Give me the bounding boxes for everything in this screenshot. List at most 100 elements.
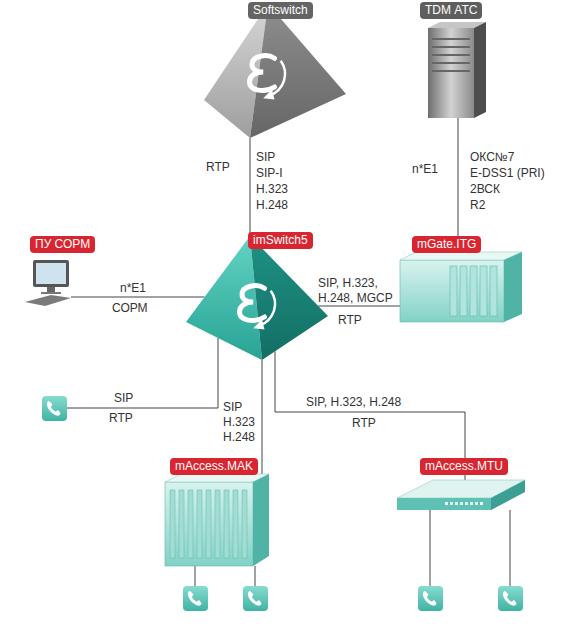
phone-body [418,586,443,611]
protocol-label: n*E1 [120,281,146,296]
gateway-slot [480,266,487,316]
concentrator-slot [206,490,211,558]
protocol-label: SIP-I [256,166,283,181]
phone-body [42,396,67,421]
terminal-led [465,502,468,505]
node-outline [200,0,350,142]
logo-arrowhead [263,90,274,100]
node-tag: mAccess.MTU [420,458,508,475]
node-tag: imSwitch5 [248,232,313,249]
phone-wire [430,510,431,586]
phone-icon [498,586,523,611]
phone-handset [248,591,262,606]
link-line [458,118,459,236]
concentrator-slot [179,490,184,558]
phone-handset [47,401,61,416]
logo-stroke [250,56,275,91]
server-vent [432,54,470,56]
server-side [474,22,486,118]
edge-label: RTP [206,160,230,175]
edge-label: RTP [352,416,376,431]
terminal-led [470,502,473,505]
access-terminal: mAccess.MTU [395,458,527,533]
concentrator-slot [224,490,229,558]
terminal-led [480,502,483,505]
gateway-slot [490,266,497,316]
pyramid-face [186,236,262,360]
node-tag: mGate.ITG [412,236,481,253]
access-concentrator: mAccess.MAK [165,458,270,568]
gateway-slot [470,266,477,316]
terminal-led [445,502,448,505]
monitor-body [33,260,69,287]
media-gateway: mGate.ITG [400,236,522,326]
protocol-label: 2ВСК [470,182,500,197]
pyramid-face [250,236,328,360]
server-vent [432,62,470,64]
monitor-base [41,292,61,294]
gateway-front [400,260,504,322]
phone-wire [67,338,218,408]
node-outline [418,2,493,120]
pyramid-face [250,4,346,138]
edge-label: n*E1 [412,162,438,177]
phone-icon [42,396,67,421]
protocol-label: SIP [114,391,133,406]
link-line [250,138,251,236]
protocol-label: ОКС№7 [470,150,514,165]
monitor-stand [47,287,55,292]
protocol-label: RTP [109,411,133,426]
phone-body [183,586,208,611]
phone-wire [255,566,256,586]
link-line [318,306,400,307]
concentrator-slot [188,490,193,558]
phone-wire [195,566,196,586]
concentrator-front [165,482,253,566]
concentrator-slot [215,490,220,558]
link-line [71,297,205,298]
server-vent [432,38,470,40]
terminal-led [460,502,463,505]
phone-handset [423,591,437,606]
concentrator-slot [170,490,175,558]
phone-icon [183,586,208,611]
gateway-slot [460,266,467,316]
concentrator-slot [197,490,202,558]
terminal-led [450,502,453,505]
phone-icon [243,586,268,611]
imswitch-pyramid: imSwitch5 [182,232,332,362]
protocol-label: SIP, H.323, [318,276,378,291]
phone-wire [510,510,511,586]
protocol-label: E-DSS1 (PRI) [470,166,545,181]
terminal-led [455,502,458,505]
softswitch-pyramid: Softswitch [200,0,350,142]
phone-icon [418,586,443,611]
node-outline [182,232,332,362]
protocol-label: H.248, MGCP [318,291,393,306]
logo-stroke [240,286,265,321]
terminal-front [397,498,491,510]
server-vent [432,70,470,72]
link-line [262,360,263,474]
tdm-exchange-server: TDM АТС [418,2,493,120]
epsilon-logo [250,56,286,100]
node-tag: ПУ СОРМ [30,236,95,253]
edge-label: SIP H.323 H.248 [223,400,261,445]
edge-label: RTP [338,313,362,328]
protocol-label: SIP [256,150,275,165]
protocol-label: H.323 [256,182,288,197]
control-workstation: ПУ СОРМ [25,236,107,308]
server-vent [432,46,470,48]
concentrator-slot [233,490,238,558]
monitor-screen [36,263,66,284]
gateway-side [504,252,522,322]
node-tag: Softswitch [248,2,313,19]
edge-label: СОРМ [112,301,148,316]
concentrator-slot [242,490,247,558]
node-tag: TDM АТС [420,2,482,19]
gateway-slot [450,266,457,316]
server-front [428,28,474,118]
keyboard [25,295,71,306]
protocol-label: H.248 [256,198,288,213]
